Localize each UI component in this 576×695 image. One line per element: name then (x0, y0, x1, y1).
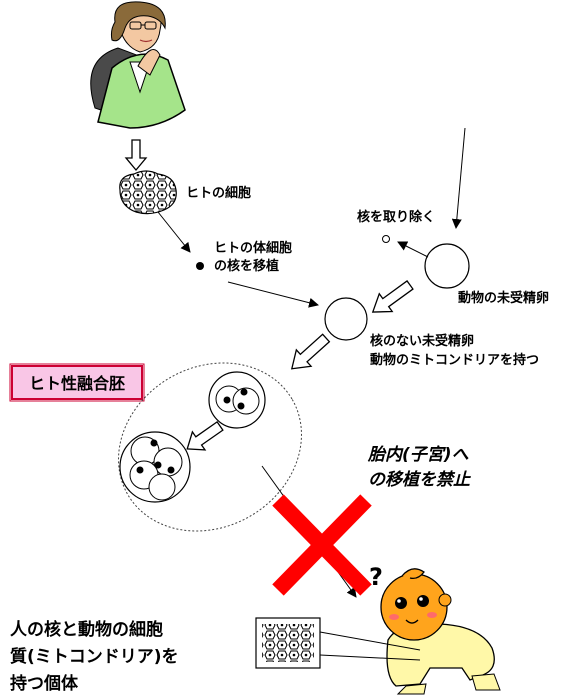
embryo-ellipse (118, 362, 302, 532)
label-somatic-2: の核を移植 (214, 258, 279, 274)
label-human-cell: ヒトの細胞 (186, 185, 251, 201)
woman-figure (90, 1, 186, 129)
arrow-to-nucleus (157, 211, 191, 253)
arrow-down-to-animal-egg (451, 127, 466, 229)
baby-figure (380, 568, 501, 695)
label-individual-2: 質(ミトコンドリア)を (10, 646, 179, 667)
arrow-nucleus-to-egg (227, 281, 319, 308)
connector-line-bottom (319, 654, 421, 661)
hollow-arrow-to-four-cell (186, 420, 224, 451)
human-nucleus-dot (196, 262, 204, 270)
label-somatic-1: ヒトの体細胞 (214, 240, 292, 256)
two-cell-embryo (208, 371, 266, 429)
enucleated-egg-circle (324, 297, 368, 341)
four-cell-embryo (119, 431, 191, 503)
hollow-arrow-to-enucleated (371, 280, 414, 313)
animal-egg-circle (424, 243, 470, 289)
prohibited-cross-icon (272, 494, 372, 596)
arrow-remove-nucleus (397, 241, 429, 258)
label-remove-nucleus: 核を取り除く (357, 209, 435, 225)
title-embryo: ヒト性融合胚 (29, 374, 125, 393)
title-box-outer (9, 363, 145, 402)
label-individual-1: 人の核と動物の細胞 (10, 619, 163, 640)
question-mark: ? (369, 563, 383, 591)
label-individual-3: 持つ個体 (10, 673, 79, 694)
label-ban-1: 胎内(子宮)へ (367, 445, 470, 465)
label-animal-egg: 動物の未受精卵 (458, 290, 549, 306)
connector-line-top (319, 631, 421, 651)
label-enucleated-1: 核のない未受精卵 (370, 333, 474, 349)
label-enucleated-2: 動物のミトコンドリアを持つ (370, 352, 539, 368)
title-box (11, 365, 143, 400)
hollow-arrow-to-embryo (290, 333, 331, 370)
cell-picture-fill (262, 624, 314, 662)
removed-nucleus (382, 235, 390, 243)
hollow-down-arrow (124, 139, 148, 172)
human-cell-cluster (119, 170, 177, 215)
label-ban-2: の移植を禁止 (368, 470, 471, 490)
